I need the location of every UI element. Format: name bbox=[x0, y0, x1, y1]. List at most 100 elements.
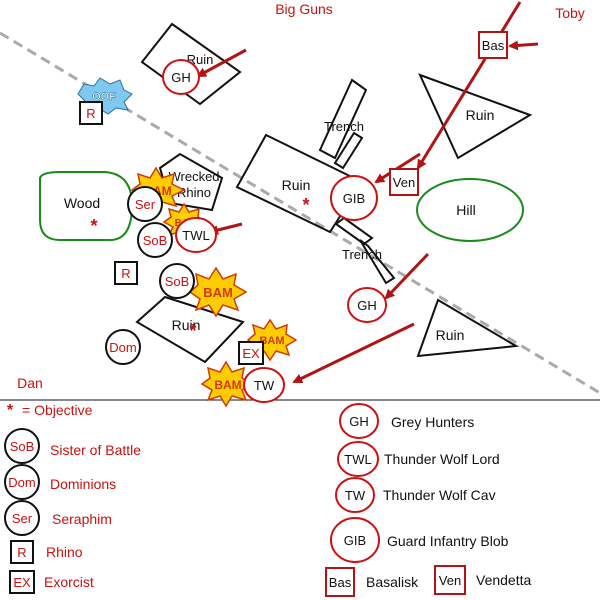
svg-text:Ven: Ven bbox=[439, 573, 461, 588]
unit-ex: EX bbox=[238, 341, 264, 365]
unit-gh-top: GH bbox=[162, 59, 200, 95]
svg-text:Thunder Wolf Cav: Thunder Wolf Cav bbox=[383, 487, 496, 503]
svg-text:Ruin: Ruin bbox=[436, 327, 465, 343]
terrain-ruin-center: Ruin bbox=[235, 133, 364, 234]
objective-marker-center: * bbox=[302, 195, 309, 215]
svg-text:R: R bbox=[86, 106, 95, 121]
terrain-trench-upper: Trench bbox=[318, 78, 368, 170]
svg-text:TWL: TWL bbox=[182, 228, 209, 243]
terrain-trench-lower: Trench bbox=[334, 216, 396, 285]
svg-text:TW: TW bbox=[345, 488, 366, 503]
unit-r-top: R bbox=[79, 101, 103, 125]
unit-r-mid: R bbox=[114, 261, 138, 285]
terrain-wood: Wood bbox=[39, 171, 134, 241]
legend-item-tw: TW Thunder Wolf Cav bbox=[335, 477, 496, 513]
svg-text:Thunder Wolf Lord: Thunder Wolf Lord bbox=[384, 451, 500, 467]
legend-item-dom: Dom Dominions bbox=[4, 464, 116, 500]
unit-ser: Ser bbox=[127, 186, 163, 222]
svg-text:OOF: OOF bbox=[92, 91, 116, 103]
svg-text:Wood: Wood bbox=[64, 195, 100, 211]
svg-text:Wrecked: Wrecked bbox=[168, 169, 219, 184]
legend-item-rhino: R Rhino bbox=[10, 540, 83, 564]
svg-text:Rhino: Rhino bbox=[177, 185, 211, 200]
svg-text:GH: GH bbox=[349, 414, 369, 429]
svg-text:Guard Infantry Blob: Guard Infantry Blob bbox=[387, 533, 509, 549]
svg-text:Dominions: Dominions bbox=[50, 476, 116, 492]
svg-text:Rhino: Rhino bbox=[46, 544, 83, 560]
svg-text:Hill: Hill bbox=[456, 202, 475, 218]
svg-text:SoB: SoB bbox=[143, 233, 168, 248]
bam-blast-icon: BAM bbox=[188, 266, 248, 318]
terrain-ruin-lower-right: Ruin bbox=[416, 298, 520, 358]
bam-blast-icon: BAM bbox=[200, 360, 256, 408]
svg-text:Trench: Trench bbox=[342, 247, 382, 262]
unit-gh-mid: GH bbox=[347, 287, 387, 323]
svg-text:Ruin: Ruin bbox=[282, 177, 311, 193]
svg-text:Bas: Bas bbox=[329, 575, 352, 590]
svg-text:Trench: Trench bbox=[324, 119, 364, 134]
legend-bottom: Bas Basalisk Ven Vendetta bbox=[325, 565, 531, 597]
svg-text:TWL: TWL bbox=[344, 452, 371, 467]
svg-text:*: * bbox=[7, 402, 14, 419]
arrow-to-bas bbox=[508, 40, 539, 51]
terrain-ruin-right: Ruin bbox=[418, 73, 533, 160]
player-label-dan: Dan bbox=[17, 375, 43, 391]
svg-text:Ruin: Ruin bbox=[172, 317, 201, 333]
player-label-big-guns: Big Guns bbox=[275, 1, 333, 17]
svg-text:GIB: GIB bbox=[343, 191, 365, 206]
unit-twl: TWL bbox=[175, 217, 217, 253]
svg-text:= Objective: = Objective bbox=[22, 402, 93, 418]
objective-marker-ruin: * bbox=[189, 321, 196, 341]
svg-text:EX: EX bbox=[242, 346, 260, 361]
player-label-toby: Toby bbox=[555, 5, 585, 21]
svg-text:R: R bbox=[17, 545, 26, 560]
svg-text:Ven: Ven bbox=[393, 175, 415, 190]
svg-text:Dom: Dom bbox=[109, 340, 136, 355]
terrain-hill: Hill bbox=[416, 178, 524, 242]
legend-item-gh: GH Grey Hunters bbox=[339, 403, 474, 439]
unit-sob-1: SoB bbox=[137, 222, 173, 258]
objective-marker-wood: * bbox=[90, 216, 97, 236]
svg-text:TW: TW bbox=[254, 378, 275, 393]
svg-text:GH: GH bbox=[171, 70, 191, 85]
terrain-ruin-top: Ruin bbox=[140, 22, 242, 106]
svg-text:GIB: GIB bbox=[344, 533, 366, 548]
legend-item-exorcist: EX Exorcist bbox=[9, 570, 94, 594]
unit-dom: Dom bbox=[105, 329, 141, 365]
unit-bas: Bas bbox=[478, 31, 508, 59]
svg-text:Ser: Ser bbox=[12, 511, 33, 526]
svg-text:Dom: Dom bbox=[8, 475, 35, 490]
svg-text:Bas: Bas bbox=[482, 38, 505, 53]
svg-text:Ruin: Ruin bbox=[466, 107, 495, 123]
legend-item-gib: GIB Guard Infantry Blob bbox=[330, 517, 509, 563]
svg-text:SoB: SoB bbox=[10, 439, 35, 454]
svg-text:BAM: BAM bbox=[214, 378, 241, 392]
svg-text:Basalisk: Basalisk bbox=[366, 574, 419, 590]
svg-text:Vendetta: Vendetta bbox=[476, 572, 531, 588]
legend-item-ser: Ser Seraphim bbox=[4, 500, 112, 536]
arrow-to-ven bbox=[416, 1, 522, 170]
svg-text:EX: EX bbox=[13, 575, 31, 590]
unit-sob-2: SoB bbox=[159, 263, 195, 299]
arrow-to-gh-mid bbox=[384, 252, 430, 300]
svg-text:Seraphim: Seraphim bbox=[52, 511, 112, 527]
svg-text:GH: GH bbox=[357, 298, 377, 313]
legend-item-objective: * = Objective bbox=[7, 402, 93, 419]
legend-item-twl: TWL Thunder Wolf Lord bbox=[337, 441, 500, 477]
svg-text:R: R bbox=[121, 266, 130, 281]
arrow-to-gh-top bbox=[196, 48, 247, 78]
svg-text:Ruin: Ruin bbox=[187, 52, 214, 67]
svg-text:Sister of Battle: Sister of Battle bbox=[50, 442, 141, 458]
unit-tw: TW bbox=[243, 367, 285, 403]
legend-item-ven: Ven Vendetta bbox=[434, 565, 531, 595]
svg-text:Ser: Ser bbox=[135, 197, 156, 212]
legend-item-bas: Bas Basalisk bbox=[325, 567, 419, 597]
unit-gib: GIB bbox=[330, 175, 378, 221]
legend-right: GH Grey Hunters TWL Thunder Wolf Lord TW… bbox=[330, 403, 509, 563]
legend-item-sob: SoB Sister of Battle bbox=[4, 428, 141, 464]
svg-text:Grey Hunters: Grey Hunters bbox=[391, 414, 474, 430]
svg-text:Exorcist: Exorcist bbox=[44, 574, 94, 590]
unit-ven: Ven bbox=[389, 168, 419, 196]
